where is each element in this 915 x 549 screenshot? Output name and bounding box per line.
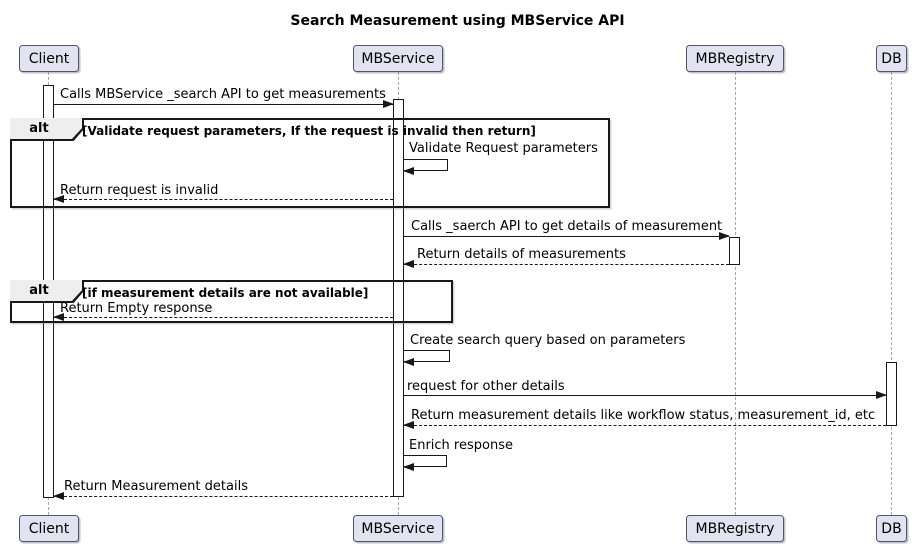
arrowhead-left-icon <box>403 167 414 175</box>
alt-operator-tab-fill <box>10 118 82 139</box>
alt-condition-label: [Validate request parameters, If the req… <box>82 124 536 138</box>
participant-client-top: Client <box>19 45 79 72</box>
participant-mbservice-bottom: MBService <box>353 515 443 542</box>
message-label: Return request is invalid <box>60 183 219 198</box>
message-label: Validate Request parameters <box>409 141 598 156</box>
message-label: Calls MBService _search API to get measu… <box>60 87 386 102</box>
message-label: Return Empty response <box>60 301 213 316</box>
message-arrow <box>53 313 393 321</box>
arrowhead-left-icon <box>403 421 414 429</box>
message-arrow <box>53 492 393 500</box>
lifeline-mbregistry <box>735 72 736 515</box>
alt-fragment-empty: alt [if measurement details are not avai… <box>10 280 453 323</box>
alt-operator-tab: alt <box>10 118 84 141</box>
message-arrow <box>404 232 730 240</box>
message-label: request for other details <box>407 379 565 394</box>
participant-db-top: DB <box>876 45 907 72</box>
arrowhead-left-icon <box>403 463 414 471</box>
message-arrow <box>53 195 393 203</box>
activation-bar-mbregistry <box>729 237 740 265</box>
participant-client-bottom: Client <box>19 515 79 542</box>
arrowhead-left-icon <box>53 313 64 321</box>
lifeline-db <box>891 72 892 515</box>
arrowhead-right-icon <box>876 391 887 399</box>
arrowhead-right-icon <box>383 100 394 108</box>
alt-operator-label: alt <box>29 283 49 298</box>
message-label: Return Measurement details <box>64 479 248 494</box>
activation-bar-db <box>886 362 897 426</box>
message-label: Create search query based on parameters <box>410 333 686 348</box>
message-label: Return measurement details like workflow… <box>411 408 876 423</box>
message-label: Calls _saerch API to get details of meas… <box>411 219 723 234</box>
arrowhead-left-icon <box>403 260 414 268</box>
participant-mbregistry-bottom: MBRegistry <box>686 515 784 542</box>
arrowhead-right-icon <box>719 232 730 240</box>
participant-mbservice-top: MBService <box>353 45 443 72</box>
message-arrow <box>403 260 729 268</box>
self-message-arrow <box>403 350 450 366</box>
arrowhead-left-icon <box>403 358 414 366</box>
diagram-title: Search Measurement using MBService API <box>290 13 625 29</box>
alt-condition-label: [if measurement details are not availabl… <box>82 286 369 300</box>
alt-operator-tab-fill <box>10 280 82 301</box>
participant-mbregistry-top: MBRegistry <box>686 45 784 72</box>
participant-db-bottom: DB <box>876 515 907 542</box>
message-label: Return details of measurements <box>417 247 626 262</box>
alt-operator-label: alt <box>29 121 49 136</box>
arrowhead-left-icon <box>53 195 64 203</box>
message-arrow <box>403 421 886 429</box>
self-message-arrow <box>403 159 448 175</box>
activation-bar-mbservice <box>393 99 404 497</box>
arrowhead-left-icon <box>53 492 64 500</box>
message-arrow <box>54 100 394 108</box>
message-arrow <box>404 391 887 399</box>
message-label: Enrich response <box>409 438 513 453</box>
alt-fragment-validate: alt [Validate request parameters, If the… <box>10 118 610 208</box>
self-message-arrow <box>403 455 447 471</box>
alt-operator-tab: alt <box>10 280 84 303</box>
